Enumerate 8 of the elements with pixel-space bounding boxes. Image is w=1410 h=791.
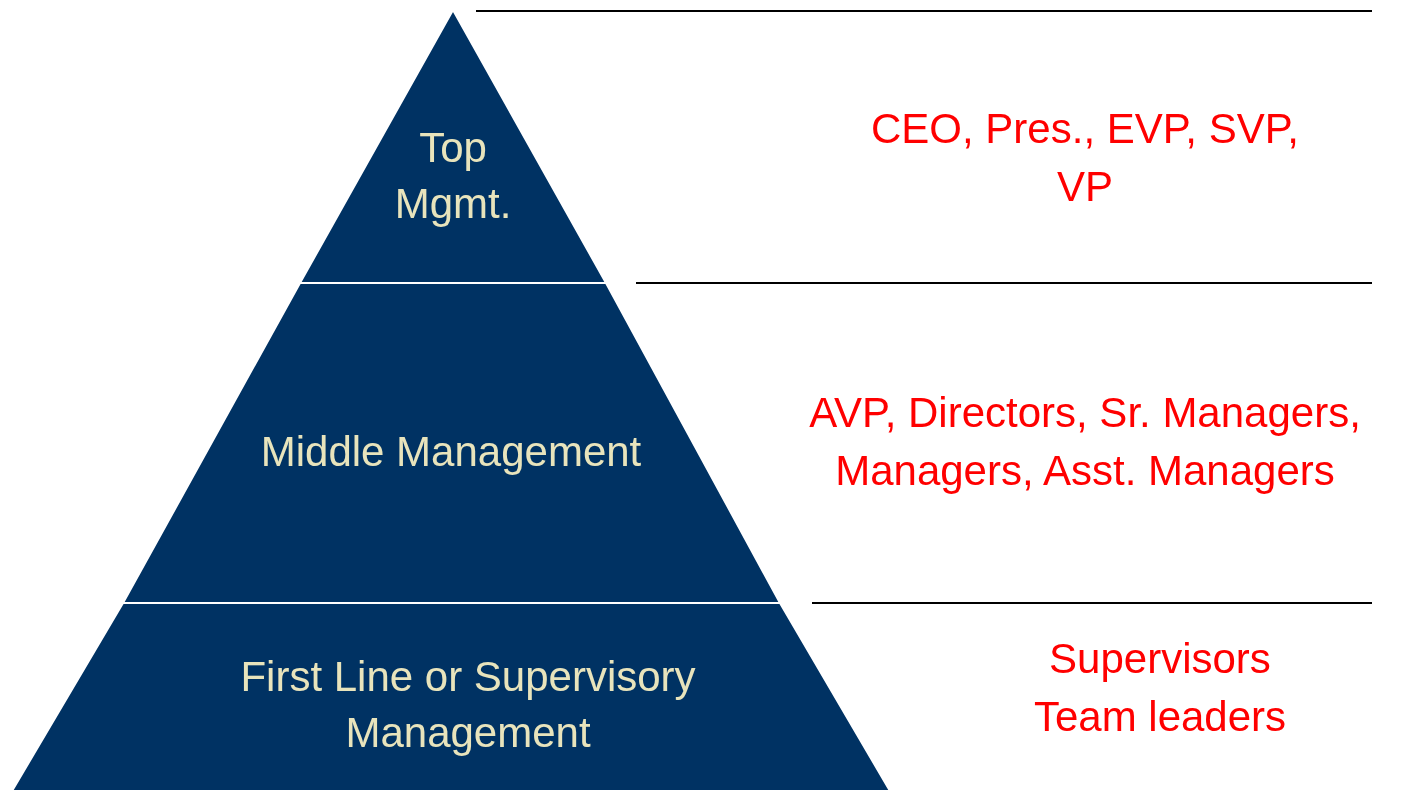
tier-label: First Line or Supervisory Management xyxy=(239,652,697,758)
pyramid-tier xyxy=(12,603,890,791)
role-list: Supervisors xyxy=(960,630,1360,688)
tier-label: Middle Management xyxy=(259,427,643,477)
tier-label: Top Mgmt. xyxy=(393,123,513,229)
role-list: AVP, Directors, Sr. Managers, Managers, Asst. Managers xyxy=(760,384,1410,500)
role-list: CEO, Pres., EVP, SVP, VP xyxy=(860,100,1310,216)
role-list: Team leaders xyxy=(960,688,1360,746)
